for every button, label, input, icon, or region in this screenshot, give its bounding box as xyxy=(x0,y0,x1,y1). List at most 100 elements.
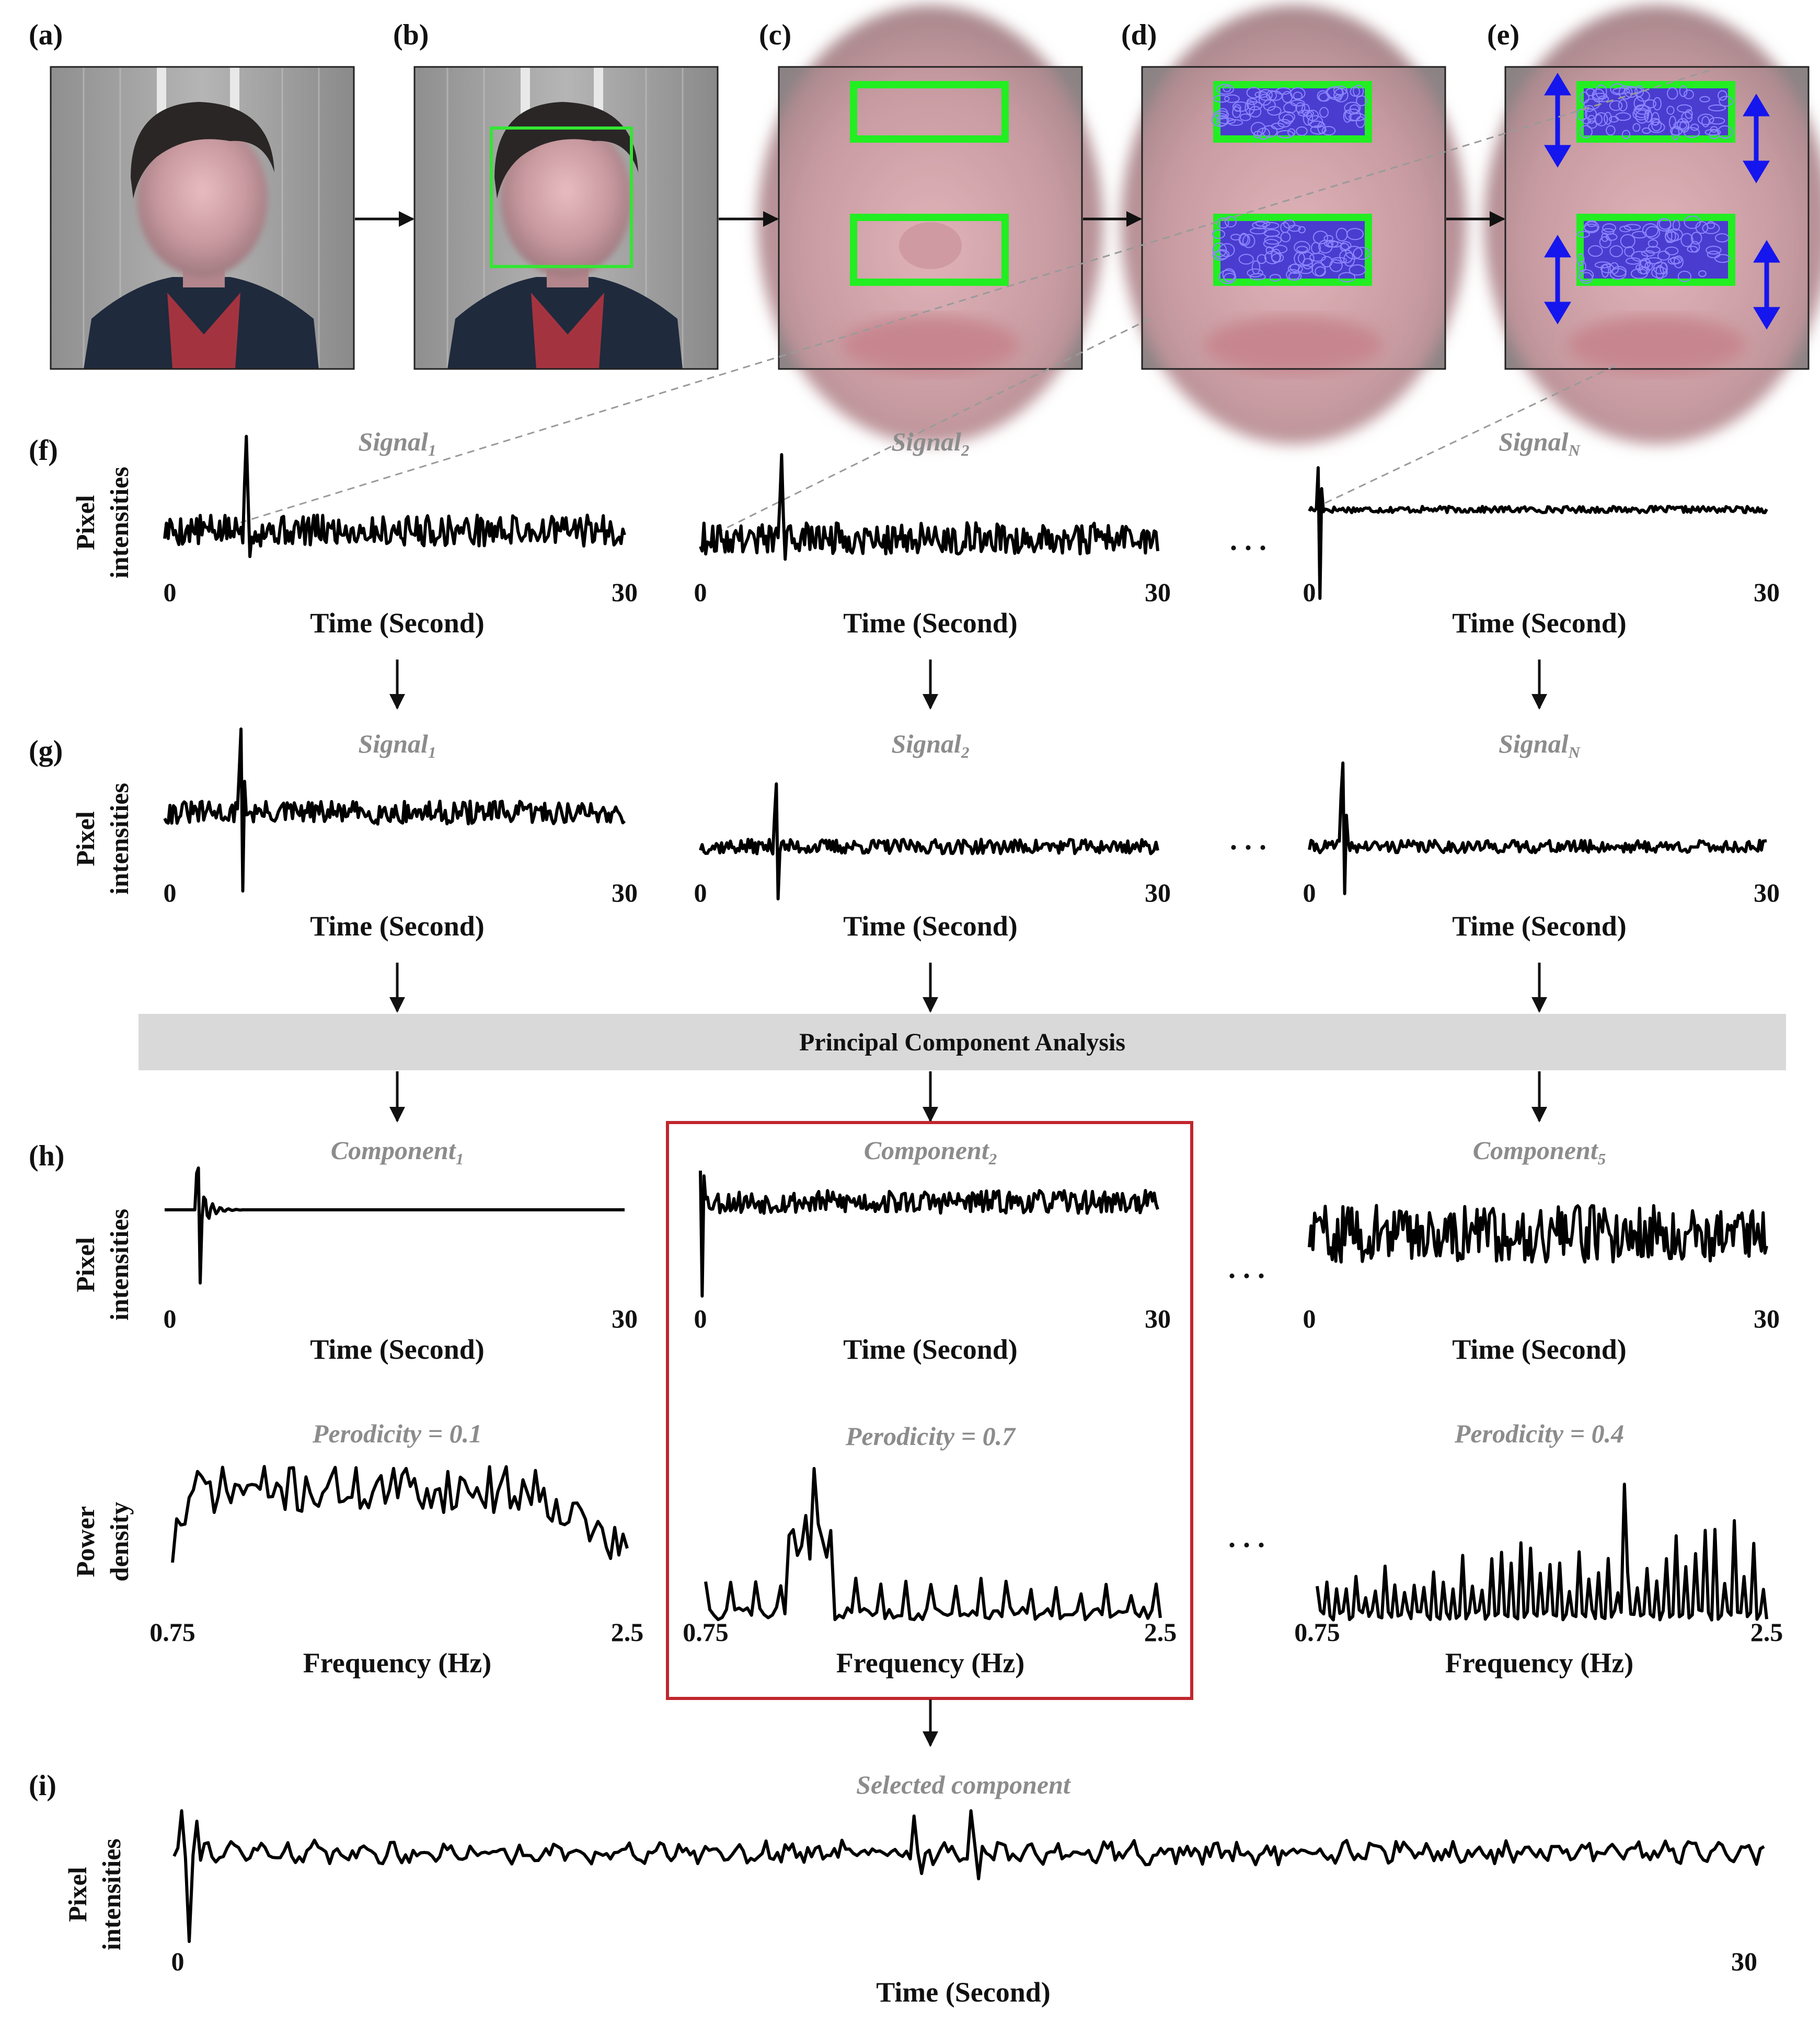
y-label-h: Pixel intensities xyxy=(71,1209,134,1321)
selected-title: Selected component xyxy=(856,1770,1072,1799)
tick-f-2-0: 0 xyxy=(694,577,707,607)
y-label-h-line1: Pixel xyxy=(71,1237,100,1292)
tick-h-3-30: 30 xyxy=(1754,1304,1780,1333)
panel-label-f: (f) xyxy=(29,434,58,467)
trace-component-1 xyxy=(165,1166,625,1285)
tick-h-3-0: 0 xyxy=(1303,1304,1316,1333)
y-label-g-line2: intensities xyxy=(105,783,134,895)
tick-h-1-0: 0 xyxy=(164,1304,177,1333)
y-label-i-line1: Pixel xyxy=(63,1867,92,1922)
psd-trace-3 xyxy=(1316,1483,1768,1622)
y-label-f: Pixel intensities xyxy=(71,467,134,579)
tick-i-30: 30 xyxy=(1731,1947,1757,1976)
tick-psd-3-high: 2.5 xyxy=(1750,1617,1783,1647)
trace-g-1 xyxy=(163,727,626,893)
trace-g-3 xyxy=(1308,761,1767,895)
face-crop-c xyxy=(758,5,1103,444)
tick-i-0: 0 xyxy=(171,1947,185,1976)
periodicity-label-2: Perodicity = 0.7 xyxy=(845,1421,1016,1451)
tick-g-1-30: 30 xyxy=(612,878,638,907)
x-label-f-3: Time (Second) xyxy=(1452,607,1627,639)
x-label-h-1: Time (Second) xyxy=(310,1334,485,1365)
signal-title-f-2: Signal2 xyxy=(892,427,970,459)
x-label-g-2: Time (Second) xyxy=(843,910,1018,942)
trace-f-3 xyxy=(1308,466,1768,600)
roi-nose xyxy=(850,214,1009,286)
face-crop-d xyxy=(1121,5,1466,444)
signal-title-g-2: Signal2 xyxy=(892,729,970,761)
panel-label-b: (b) xyxy=(393,19,429,51)
y-label-power: Power density xyxy=(71,1502,134,1582)
panel-label-h: (h) xyxy=(29,1140,64,1172)
signal-title-g-3: SignalN xyxy=(1499,729,1581,761)
trace-f-2 xyxy=(699,453,1159,561)
periodicity-label-1: Perodicity = 0.1 xyxy=(312,1419,482,1448)
guide-lines xyxy=(240,70,1710,534)
tick-f-1-0: 0 xyxy=(164,577,177,607)
tick-psd-3-low: 0.75 xyxy=(1294,1617,1340,1647)
tick-h-2-0: 0 xyxy=(694,1304,707,1333)
y-label-g-line1: Pixel xyxy=(71,811,100,866)
x-label-h-3: Time (Second) xyxy=(1452,1334,1627,1365)
roi-forehead xyxy=(850,81,1009,143)
selected-component-box xyxy=(666,1121,1193,1700)
arrows-f-g xyxy=(389,660,1547,710)
panel-label-e: (e) xyxy=(1487,19,1519,51)
tick-g-2-30: 30 xyxy=(1145,878,1171,907)
y-label-i: Pixel intensities xyxy=(63,1839,126,1950)
periodicity-label-3: Perodicity = 0.4 xyxy=(1454,1419,1624,1448)
pca-band xyxy=(139,1014,1786,1070)
ellipsis-psd: . . . xyxy=(1228,1521,1265,1554)
x-label-g-1: Time (Second) xyxy=(310,910,485,942)
motion-arrows xyxy=(1544,73,1780,330)
panel-label-g: (g) xyxy=(29,735,63,767)
y-label-i-line2: intensities xyxy=(97,1839,126,1950)
tick-f-1-30: 30 xyxy=(612,577,638,607)
trace-f-1 xyxy=(163,435,626,558)
panel-label-i: (i) xyxy=(29,1770,56,1802)
psd-trace-2 xyxy=(704,1467,1162,1622)
signal-title-f-1: Signal1 xyxy=(359,427,436,459)
face-crop-e xyxy=(1484,5,1820,444)
panel-label-d: (d) xyxy=(1121,19,1157,51)
y-label-f-line1: Pixel xyxy=(71,495,100,550)
tick-g-2-0: 0 xyxy=(694,878,707,907)
ellipsis-g: . . . xyxy=(1230,824,1266,856)
y-label-g: Pixel intensities xyxy=(71,783,134,895)
component-title-1: Component1 xyxy=(331,1136,464,1168)
psd-trace-1 xyxy=(171,1465,629,1563)
tick-g-3-0: 0 xyxy=(1303,878,1316,907)
arrows-pca-h xyxy=(389,1071,1547,1123)
ellipsis-f: . . . xyxy=(1230,524,1266,557)
trace-g-2 xyxy=(699,782,1159,900)
signal-title-f-3: SignalN xyxy=(1499,427,1581,459)
x-label-f-2: Time (Second) xyxy=(843,607,1018,639)
y-label-h-line2: intensities xyxy=(105,1209,134,1321)
tick-h-1-30: 30 xyxy=(612,1304,638,1333)
x-label-psd-3: Frequency (Hz) xyxy=(1445,1647,1633,1679)
tick-psd-1-low: 0.75 xyxy=(149,1617,195,1647)
x-label-f-1: Time (Second) xyxy=(310,607,485,639)
face-photo-b xyxy=(413,66,719,370)
tick-f-3-0: 0 xyxy=(1303,577,1316,607)
face-detection-box xyxy=(490,126,633,268)
pca-label: Principal Component Analysis xyxy=(799,1028,1125,1056)
x-label-g-3: Time (Second) xyxy=(1452,910,1627,942)
y-label-power-line2: density xyxy=(105,1502,134,1582)
panel-label-a: (a) xyxy=(29,19,63,51)
y-label-f-line2: intensities xyxy=(105,467,134,579)
arrows-g-pca xyxy=(389,963,1547,1013)
component-title-2: Component2 xyxy=(864,1136,997,1168)
component-title-3: Component5 xyxy=(1473,1136,1606,1168)
selected-component-trace xyxy=(172,1809,1765,1943)
face-photo-a xyxy=(50,66,355,370)
tick-f-3-30: 30 xyxy=(1754,577,1780,607)
tick-psd-1-high: 2.5 xyxy=(611,1617,644,1647)
x-label-i: Time (Second) xyxy=(876,1976,1051,2008)
tick-g-1-0: 0 xyxy=(164,878,177,907)
x-label-h-2: Time (Second) xyxy=(843,1334,1018,1365)
panel-label-c: (c) xyxy=(759,19,791,51)
ellipsis-h: . . . xyxy=(1228,1252,1265,1285)
tick-psd-2-low: 0.75 xyxy=(683,1617,729,1647)
